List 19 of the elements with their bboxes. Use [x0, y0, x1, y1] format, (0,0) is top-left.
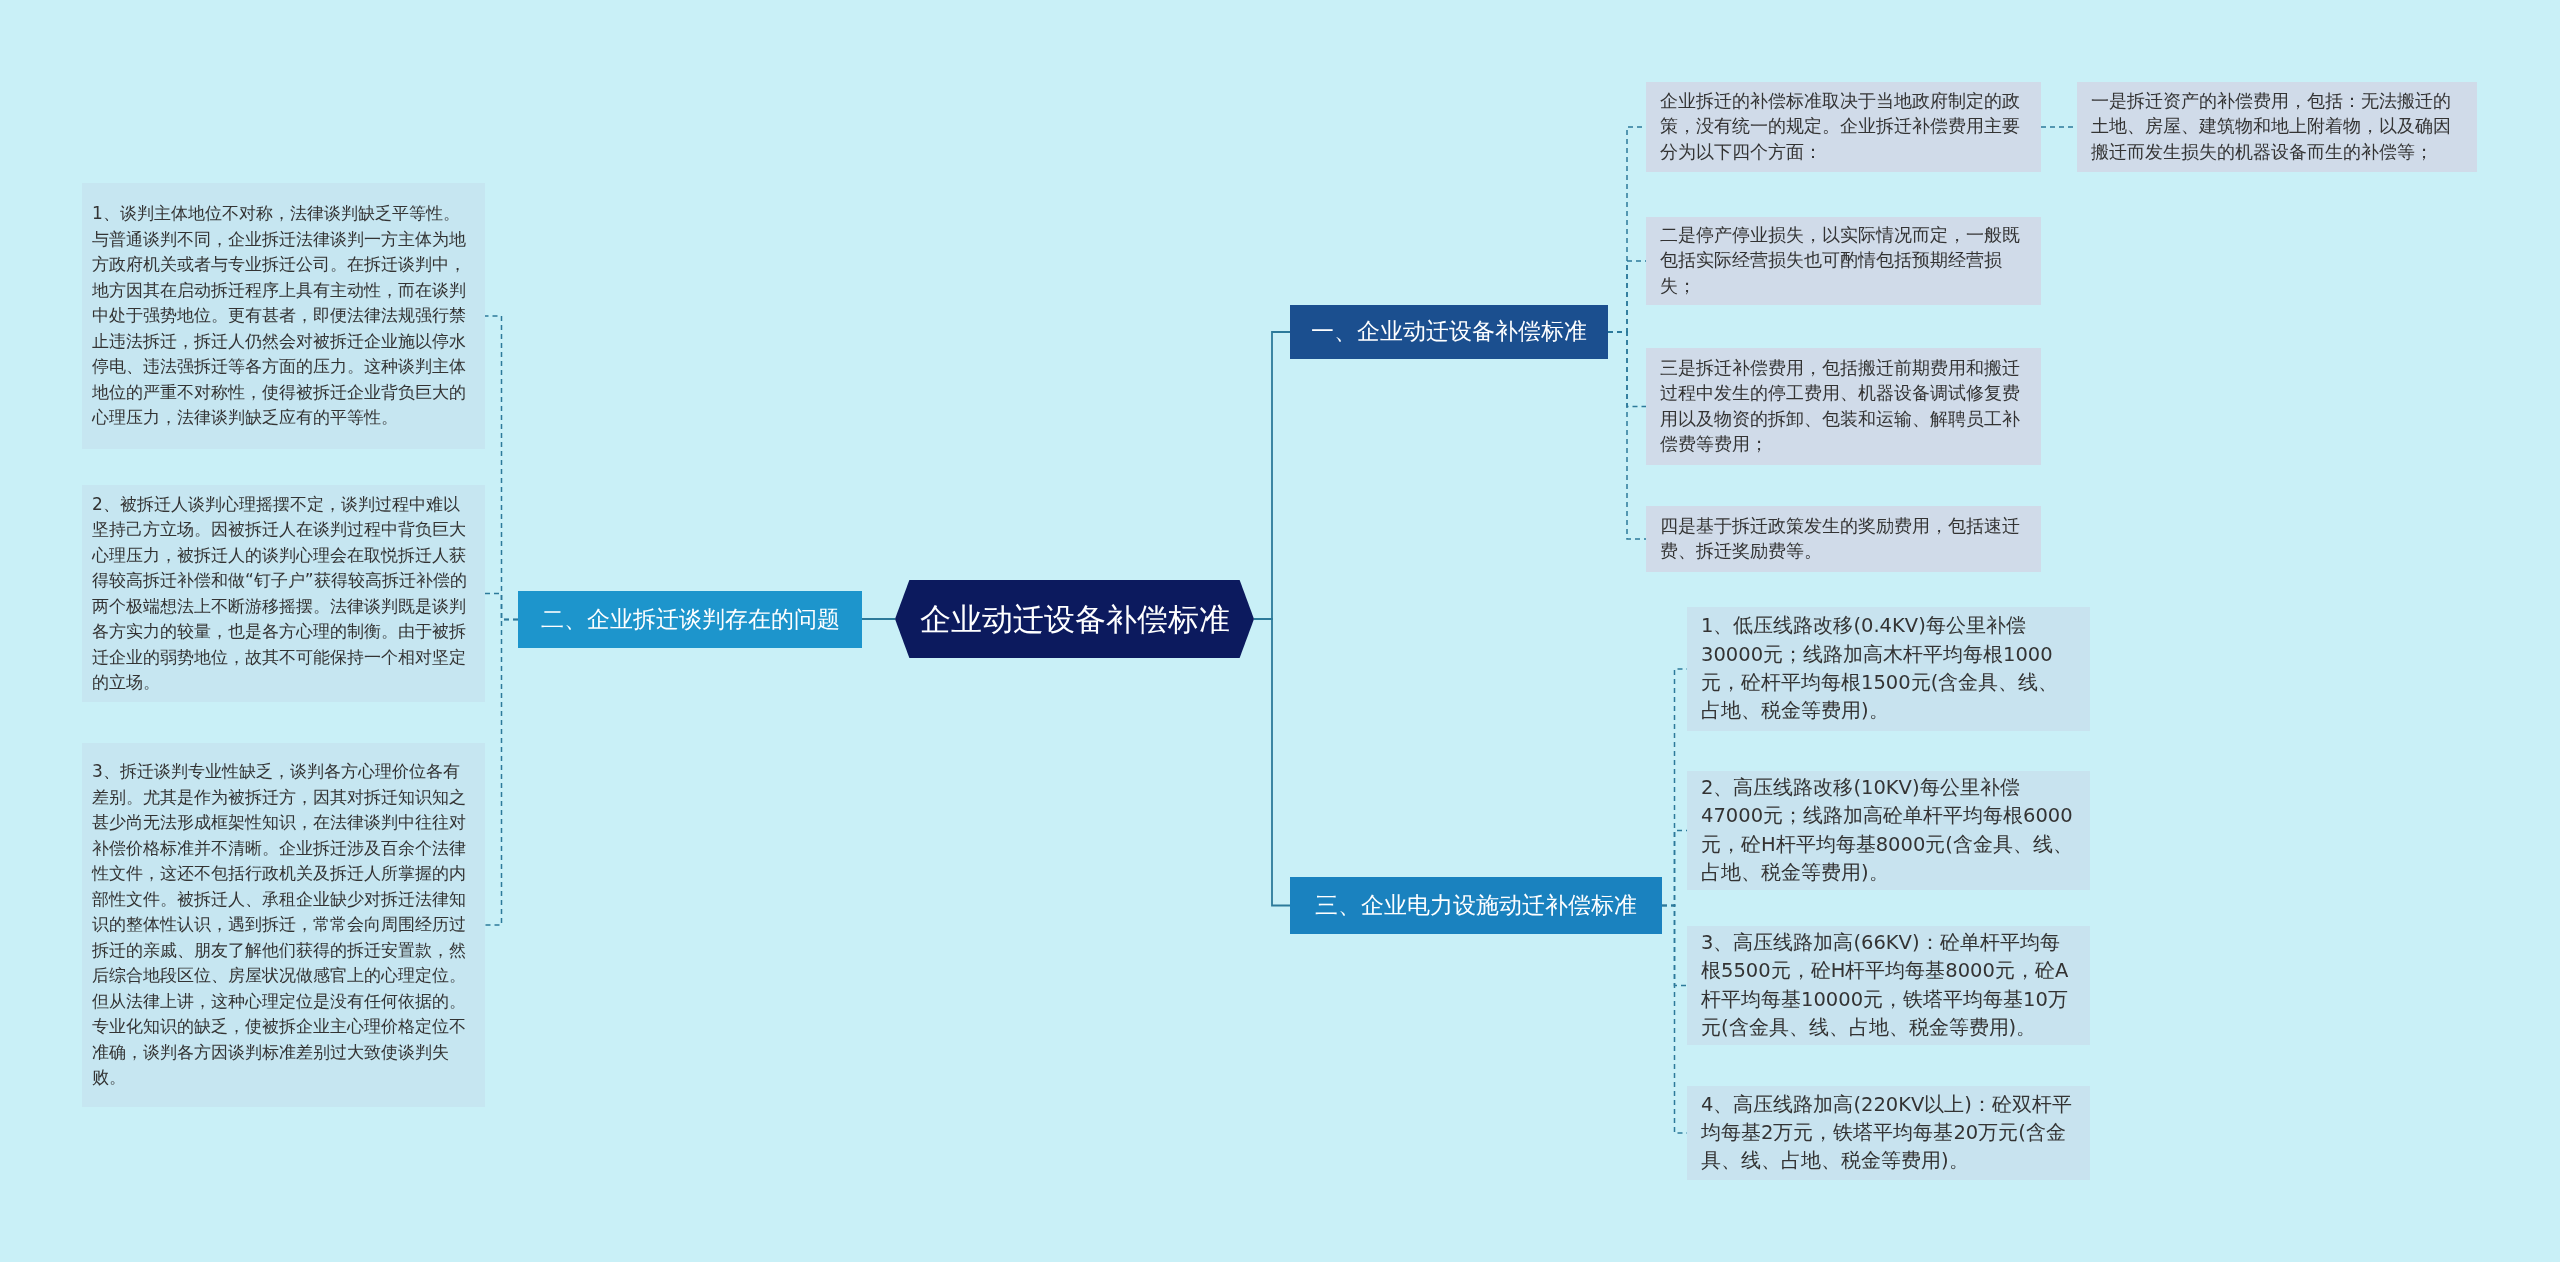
text-box: 3、拆迁谈判专业性缺乏，谈判各方心理价位各有差别。尤其是作为被拆迁方，因其对拆迁知识知之甚少尚无法形成框架性知识，在法律谈判中往往对补偿价格标准并不清晰。企业拆迁涉及百余个法律性文件，这还不包括行政机关及拆迁人所掌握的内部性文件。被拆迁人、承租企业缺少对拆迁法律知识的整体性认识，遇到拆迁，常常会向周围经历过拆迁的亲戚、朋友了解他们获得的拆迁安置款，然后综合地段区位、房屋状况做感官上的心理定位。但从法律上讲，这种心理定位是没有任何依据的。专业化知识的缺乏，使被拆企业主心理价格定位不准确，谈判各方因谈判标准差别过大致使谈判失败。: [82, 743, 485, 1107]
text-box: 2、高压线路改移(10KV)每公里补偿47000元；线路加高砼单杆平均每根6000元，砼H杆平均每基8000元(含金具、线、占地、税金等费用)。: [1687, 771, 2090, 890]
branch-topic-box: 一、企业动迁设备补偿标准: [1290, 305, 1608, 359]
text-box: 四是基于拆迁政策发生的奖励费用，包括速迁费、拆迁奖励费等。: [1646, 506, 2041, 572]
connector-line: [861, 618, 896, 620]
branch-topic-box: 二、企业拆迁谈判存在的问题: [518, 591, 862, 648]
text-box: 企业拆迁的补偿标准取决于当地政府制定的政策，没有统一的规定。企业拆迁补偿费用主要分为以下四个方面：: [1646, 82, 2041, 172]
text-box: 1、低压线路改移(0.4KV)每公里补偿30000元；线路加高木杆平均每根1000元，砼杆平均每根1500元(含金具、线、占地、税金等费用)。: [1687, 607, 2090, 731]
connector-line: [1253, 618, 1291, 907]
branch-topic-box: 三、企业电力设施动迁补偿标准: [1290, 877, 1662, 934]
text-box: 3、高压线路加高(66KV)：砼单杆平均每根5500元，砼H杆平均每基8000元，砼A杆平均每基10000元，铁塔平均每基10万元(含金具、线、占地、税金等费用)。: [1687, 926, 2090, 1045]
text-box: 2、被拆迁人谈判心理摇摆不定，谈判过程中难以坚持己方立场。因被拆迁人在谈判过程中背负巨大心理压力，被拆迁人的谈判心理会在取悦拆迁人获得较高拆迁补偿和做“钉子户”获得较高拆迁补偿的两个极端想法上不断游移摇摆。法律谈判既是谈判各方实力的较量，也是各方心理的制衡。由于被拆迁企业的弱势地位，故其不可能保持一个相对坚定的立场。: [82, 485, 485, 702]
text-box: 二是停产停业损失，以实际情况而定，一般既包括实际经营损失也可酌情包括预期经营损失；: [1646, 217, 2041, 305]
text-box: 1、谈判主体地位不对称，法律谈判缺乏平等性。与普通谈判不同，企业拆迁法律谈判一方主体为地方政府机关或者与专业拆迁公司。在拆迁谈判中，地方因其在启动拆迁程序上具有主动性，而在谈判中处于强势地位。更有甚者，即便法律法规强行禁止违法拆迁，拆迁人仍然会对被拆迁企业施以停水停电、违法强拆迁等各方面的压力。这种谈判主体地位的严重不对称性，使得被拆迁企业背负巨大的心理压力，法律谈判缺乏应有的平等性。: [82, 183, 485, 449]
connector-line: [1607, 331, 1647, 540]
text-box: 4、高压线路加高(220KV以上)：砼双杆平均每基2万元，铁塔平均每基20万元(含金具、线、占地、税金等费用)。: [1687, 1086, 2090, 1180]
connector-line: [484, 618, 519, 926]
text-box: 一是拆迁资产的补偿费用，包括：无法搬迁的土地、房屋、建筑物和地上附着物，以及确因搬迁而发生损失的机器设备而生的补偿等；: [2077, 82, 2477, 172]
text-box: 三是拆迁补偿费用，包括搬迁前期费用和搬迁过程中发生的停工费用、机器设备调试修复费用以及物资的拆卸、包装和运输、解聘员工补偿费等费用；: [1646, 348, 2041, 465]
